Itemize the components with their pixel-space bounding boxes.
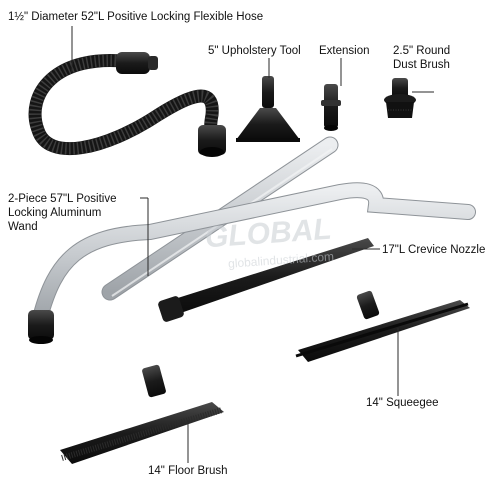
hose-cuff-bottom: [198, 125, 226, 155]
label-upholstery-tool: 5" Upholstery Tool: [208, 45, 301, 57]
round-dust-brush: [384, 78, 416, 118]
label-crevice-nozzle: 17"L Crevice Nozzle: [382, 244, 486, 256]
floor-brush: [60, 364, 224, 464]
label-flexible-hose: 1½" Diameter 52"L Positive Locking Flexi…: [8, 11, 264, 23]
crevice-nozzle: [158, 238, 374, 322]
squeegee: [295, 290, 470, 362]
extension-tube: [321, 84, 341, 131]
flexible-hose: [28, 52, 226, 157]
label-round-dust-brush: 2.5" Round Dust Brush: [393, 45, 451, 71]
leader-lines: [71, 26, 434, 463]
wand-cuff: [28, 310, 54, 340]
aluminum-wand: [28, 136, 476, 344]
label-extension: Extension: [319, 45, 370, 57]
label-aluminum-wand: 2-Piece 57"L Positive Locking Aluminum W…: [8, 193, 117, 233]
hose-cuff-top: [116, 52, 150, 74]
label-squeegee: 14" Squeegee: [366, 397, 439, 409]
upholstery-tool: [236, 76, 300, 142]
label-floor-brush: 14" Floor Brush: [148, 465, 228, 477]
